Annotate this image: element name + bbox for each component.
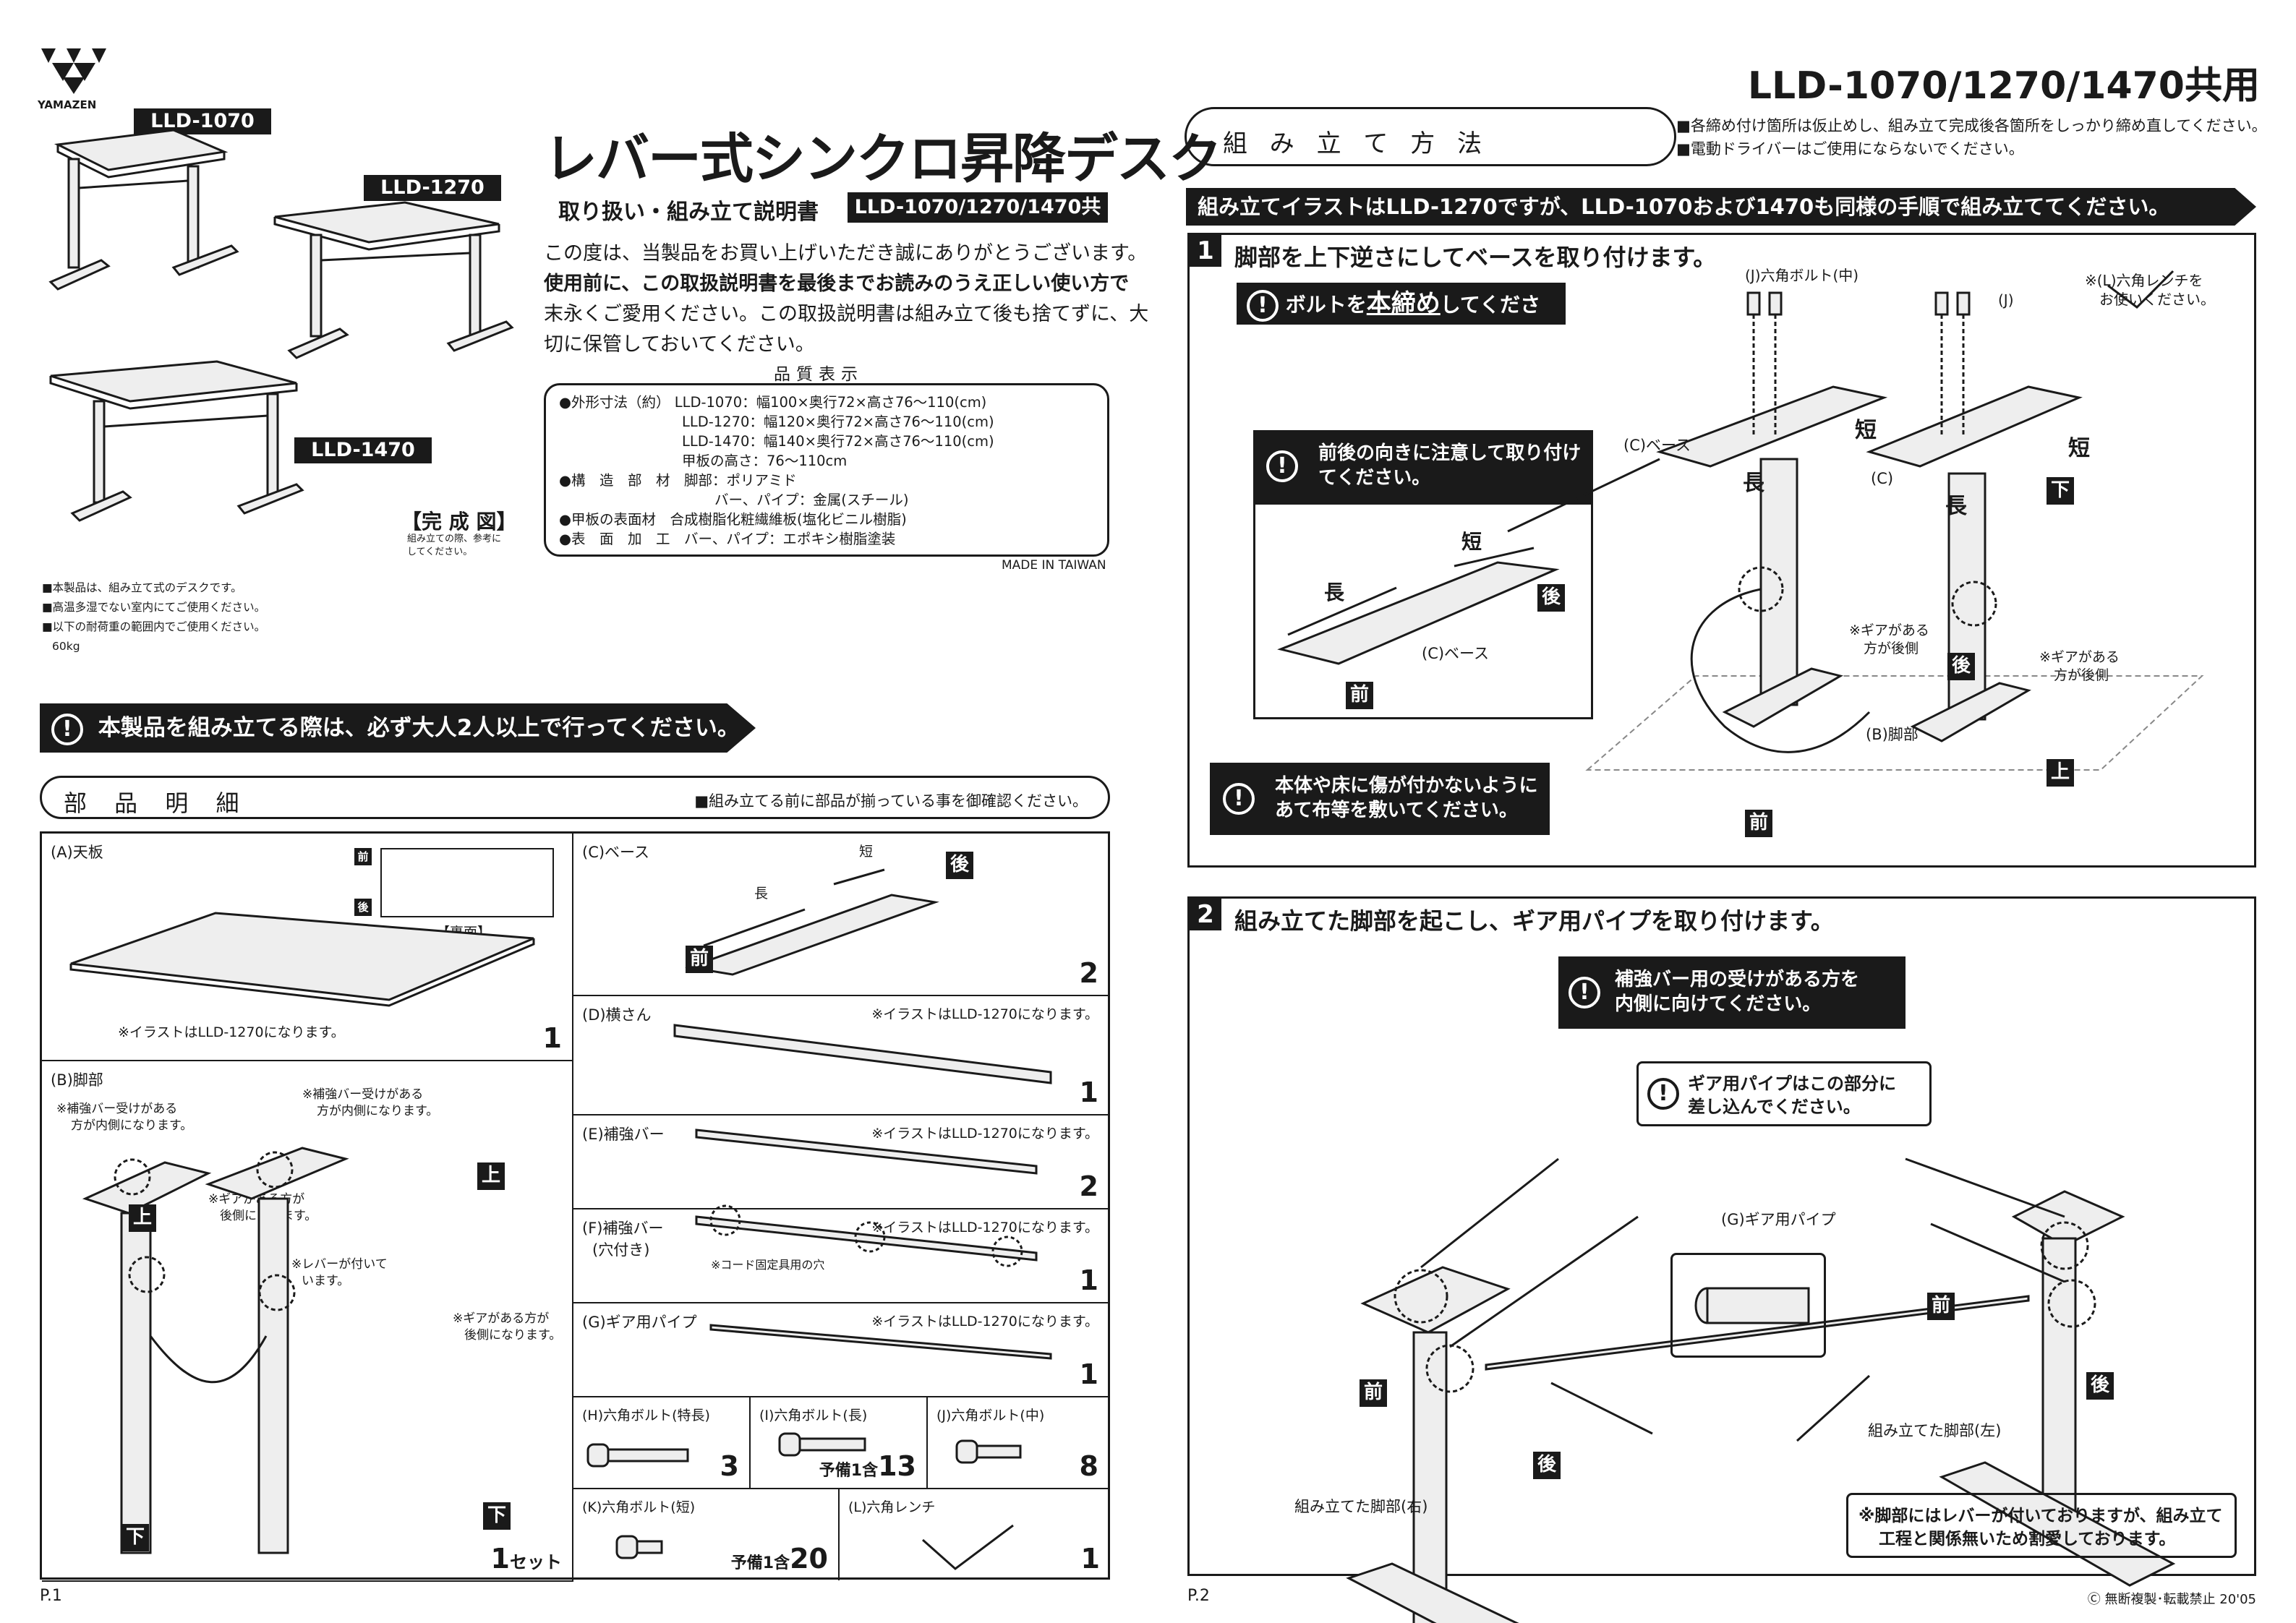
step2-note: ※脚部にはレバーが付いておりますが、組み立て工程と関係無いため割愛しております。 (1846, 1493, 2237, 1558)
desk-illustration-1070 (48, 129, 239, 291)
model-label-1270: LLD-1270 (364, 175, 501, 201)
alert-icon: ! (1266, 450, 1298, 482)
part-c-cell: (C)ベース 短 長 後 前 2 (573, 834, 1110, 996)
alert-icon: ! (1647, 1078, 1679, 1110)
model-label-1070: LLD-1070 (134, 108, 271, 134)
part-f-cell: (F)補強バー(穴付き) ※イラストはLLD-1270になります。 ※コード固定… (573, 1204, 1110, 1303)
brand-logo: YAMAZEN (38, 45, 110, 111)
reinforce-bar-illustration (695, 1129, 1038, 1175)
part-j-cell: (J)六角ボルト(中) 8 (928, 1397, 1110, 1489)
instruction-banner: 組み立てイラストはLLD-1270ですが、LLD-1070および1470も同様の… (1186, 188, 2256, 226)
bolt-h-icon (586, 1443, 689, 1468)
tabletop-underside (380, 848, 554, 917)
desk-illustration-1270 (273, 201, 514, 359)
part-d-cell: (D)横さん ※イラストはLLD-1270になります。 1 (573, 996, 1110, 1115)
inset-base-illustration (1277, 547, 1560, 665)
part-a-cell: (A)天板 前 後 【裏面】 ※イラストはLLD-1270になります。 1 (42, 834, 573, 1061)
parts-table: (A)天板 前 後 【裏面】 ※イラストはLLD-1270になります。 1 (B… (40, 831, 1110, 1582)
alert-icon: ! (51, 713, 83, 745)
parts-note: ■組み立てる前に部品が揃っている事を御確認ください。 (694, 792, 1088, 810)
pipe-detail-box (1670, 1253, 1826, 1358)
reinforce-bar-holes-illustration (695, 1204, 1038, 1267)
subtitle: 取り扱い・組み立て説明書 (558, 200, 819, 225)
part-l-cell: (L)六角レンチ 1 (848, 1499, 1100, 1575)
complete-title: 【完 成 図】 (401, 510, 517, 534)
warning-banner: ! 本製品を組み立てる際は、必ず大人2人以上で行ってください。 (40, 703, 756, 753)
product-notes: ■本製品は、組み立て式のデスクです。■高温多湿でない室内にてご使用ください。 ■… (42, 581, 266, 653)
page-number-left: P.1 (40, 1587, 62, 1605)
page-number-right: P.2 (1187, 1587, 1210, 1605)
brand-name: YAMAZEN (38, 98, 97, 111)
bolt-j-icon (955, 1439, 1022, 1464)
alert-icon: ! (1247, 290, 1279, 322)
bolt-i-icon (778, 1432, 866, 1457)
yamazen-logo-icon (41, 48, 106, 94)
made-in: MADE IN TAIWAN (1002, 558, 1106, 573)
model-label-1470: LLD-1470 (294, 437, 432, 463)
base-illustration (685, 868, 939, 976)
part-g-cell: (G)ギア用パイプ ※イラストはLLD-1270になります。 1 (573, 1303, 1110, 1397)
step1-tip-orientation: ! 前後の向きに注意して取り付けてください。 (1253, 430, 1593, 502)
part-b-cell: (B)脚部 ※補強バー受けがある方が内側になります。 ※補強バー受けがある方が内… (42, 1061, 573, 1582)
step2-tip-pipe: ! ギア用パイプはこの部分に差し込んでください。 (1636, 1061, 1932, 1126)
alert-icon: ! (1223, 783, 1255, 815)
part-e-cell: (E)補強バー ※イラストはLLD-1270になります。 2 (573, 1115, 1110, 1209)
leg-illustration (82, 1147, 349, 1554)
step1-inset: 短 長 後 前 (C)ベース (1253, 502, 1593, 719)
assembly-notes: ■各締め付け箇所は仮止めし、組み立て完成後各箇所をしっかり締め直してください。■… (1676, 117, 2267, 158)
part-k-cell: (K)六角ボルト(短) 予備1含20 (573, 1489, 840, 1580)
pipe-end-icon (1694, 1287, 1810, 1324)
quality-title: 品質表示 (774, 365, 863, 384)
step1-panel: 1 脚部を上下逆さにしてベースを取り付けます。 ! ボルトを本締めしてください。… (1187, 233, 2256, 868)
parts-header: 部 品 明 細 ■組み立てる前に部品が揃っている事を御確認ください。 (40, 776, 1110, 819)
copyright: Ⓒ 無断複製･転載禁止 20'05 (2087, 1592, 2256, 1607)
step1-tip-cloth: ! 本体や床に傷が付かないようにあて布等を敷いてください。 (1210, 763, 1550, 835)
complete-note: 組み立ての際、参考にしてください。 (407, 534, 502, 558)
gear-pipe-illustration (709, 1324, 1052, 1360)
step2-panel: 2 組み立てた脚部を起こし、ギア用パイプを取り付けます。 ! 補強バー用の受けが… (1187, 896, 2256, 1623)
hex-wrench-icon (922, 1524, 1014, 1570)
desk-illustration-1470 (49, 360, 304, 522)
cross-bar-illustration (673, 1024, 1052, 1084)
step2-tip-inside: ! 補強バー用の受けがある方を内側に向けてください。 (1558, 956, 1905, 1029)
bolt-k-icon (615, 1535, 663, 1559)
intro-text: この度は、当製品をお買い上げいただき誠にありがとうございます。 使用前に、この取… (544, 242, 1149, 356)
header-model: LLD-1070/1270/1470共用 (1747, 64, 2260, 108)
assembly-header: 組 み 立 て 方 法 (1185, 107, 1676, 166)
subtitle-models: LLD-1070/1270/1470共用 (848, 192, 1108, 249)
part-h-cell: (H)六角ボルト(特長) 3 (573, 1397, 751, 1489)
alert-icon: ! (1569, 977, 1600, 1009)
part-i-cell: (I)六角ボルト(長) 予備1含13 (751, 1397, 928, 1489)
parts-title: 部 品 明 細 (64, 789, 249, 817)
page-title: レバー式シンクロ昇降デスク (544, 128, 1222, 190)
quality-box: ●外形寸法（約） LLD-1070：幅100×奥行72×高さ76～110(cm)… (544, 383, 1109, 557)
step1-tip-tighten: ! ボルトを本締めしてください。 (1237, 283, 1566, 359)
tabletop-illustration (69, 912, 535, 1007)
step1-assembly-illustration (1507, 270, 2204, 771)
